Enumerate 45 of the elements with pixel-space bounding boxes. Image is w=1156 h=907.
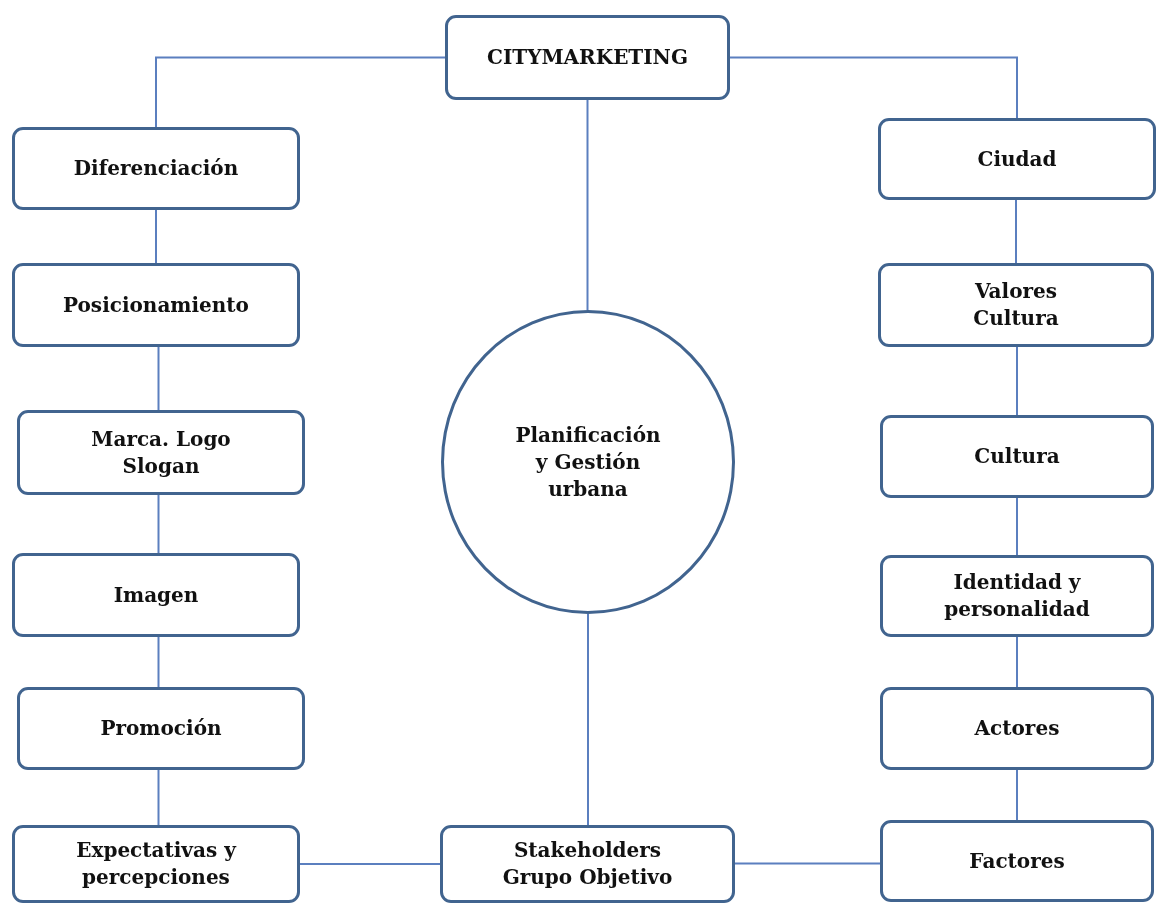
process-box	[445, 15, 730, 100]
process-box	[17, 687, 305, 770]
process-box	[12, 825, 300, 903]
node-label: Posicionamiento	[63, 291, 249, 319]
connector-line	[586, 99, 589, 311]
node-label: CITYMARKETING	[487, 44, 688, 71]
connector-line	[1016, 497, 1018, 556]
connector-line	[155, 56, 446, 128]
node-label: Diferenciación	[73, 155, 239, 182]
connector-line	[299, 863, 441, 865]
node-label: Marca. Logo Slogan	[90, 425, 232, 480]
process-box	[12, 553, 300, 637]
connector-line	[157, 636, 160, 688]
process-box	[878, 118, 1156, 200]
connector-line	[157, 494, 160, 554]
connector-line	[157, 769, 160, 826]
connector-line	[729, 56, 1018, 119]
node-label: Ciudad	[977, 145, 1057, 173]
node-label: Planificación y Gestión urbana	[514, 421, 662, 503]
process-box	[878, 263, 1154, 347]
node-label: Valores Cultura	[972, 278, 1060, 332]
node-label: Factores	[969, 847, 1065, 875]
process-box	[440, 825, 735, 903]
connector-line	[157, 346, 160, 411]
connector-line	[587, 613, 589, 826]
connector-line	[1016, 769, 1018, 821]
process-box	[12, 263, 300, 347]
process-box	[880, 687, 1154, 770]
connector-line	[1016, 346, 1018, 416]
connector-line	[1016, 636, 1018, 688]
connector-line	[734, 862, 881, 865]
connector-line	[155, 209, 157, 264]
node-label: Imagen	[113, 581, 199, 609]
node-label: Cultura	[974, 443, 1060, 470]
node-label: Promoción	[100, 715, 222, 742]
node-label: Expectativas y percepciones	[75, 837, 238, 891]
node-label: Identidad y personalidad	[943, 569, 1091, 623]
process-box	[880, 415, 1154, 498]
process-box	[880, 555, 1154, 637]
process-box	[880, 820, 1154, 902]
process-box	[17, 410, 305, 495]
node-label: Stakeholders Grupo Objetivo	[501, 837, 674, 891]
node-label: Actores	[974, 715, 1060, 742]
connector-line	[1015, 199, 1017, 264]
process-box	[12, 127, 300, 210]
